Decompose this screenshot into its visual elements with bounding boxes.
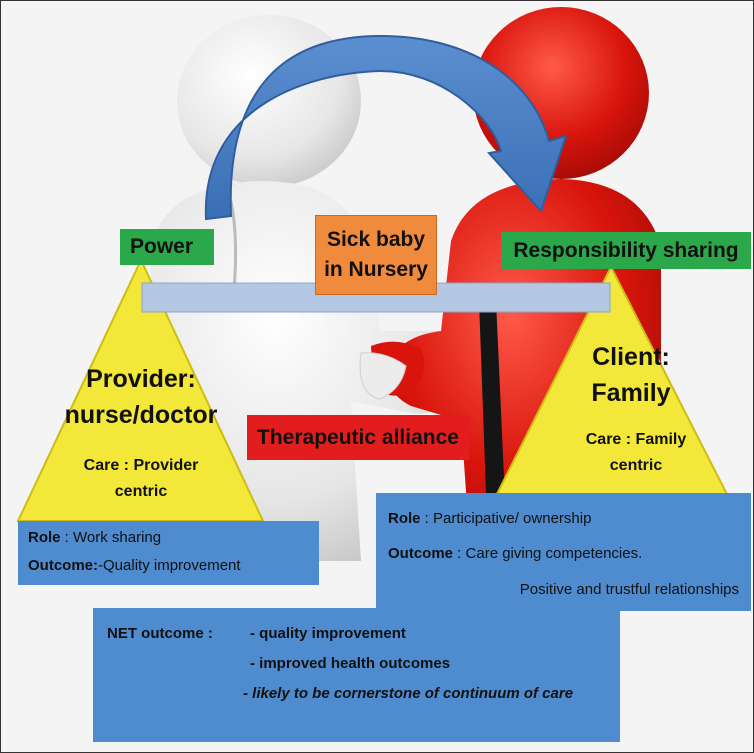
handshake bbox=[359, 341, 425, 400]
provider-role-key: Role bbox=[28, 529, 61, 546]
provider-role-value: : Work sharing bbox=[60, 529, 162, 546]
provider-role-box: Role : Work sharing Outcome:-Quality imp… bbox=[18, 521, 319, 585]
curved-arrow bbox=[204, 34, 568, 221]
provider-outcome-key: Outcome: bbox=[28, 557, 99, 574]
provider-care-line2: centric bbox=[114, 483, 168, 500]
sick-baby-line1: Sick baby bbox=[326, 228, 426, 251]
net-outcome-box: NET outcome : - quality improvement - im… bbox=[93, 608, 620, 742]
client-role: Role : Participative/ ownership bbox=[388, 510, 591, 527]
net-item-continuum: - likely to be cornerstone of continuum … bbox=[243, 685, 574, 702]
client-outcome-key: Outcome bbox=[388, 545, 454, 562]
client-title-line2: Family bbox=[591, 379, 671, 407]
client-relationships: Positive and trustful relationships bbox=[519, 581, 739, 598]
client-title: Client: Family bbox=[556, 339, 706, 411]
responsibility-sharing-label: Responsibility sharing bbox=[501, 232, 751, 269]
therapeutic-alliance-label: Therapeutic alliance bbox=[247, 415, 469, 460]
net-item-quality: - quality improvement bbox=[250, 625, 406, 642]
provider-outcome-value: -Quality improvement bbox=[98, 557, 241, 574]
client-care-line1: Care : Family bbox=[585, 431, 687, 448]
client-care-line2: centric bbox=[609, 457, 663, 474]
provider-role: Role : Work sharing bbox=[28, 529, 161, 546]
net-item-health: - improved health outcomes bbox=[250, 655, 451, 672]
client-title-line1: Client: bbox=[592, 343, 670, 371]
provider-care: Care : Provider centric bbox=[56, 453, 226, 505]
client-outcome-value: : Care giving competencies. bbox=[453, 545, 643, 562]
client-care: Care : Family centric bbox=[561, 427, 711, 479]
provider-care-line1: Care : Provider bbox=[83, 457, 199, 474]
power-label: Power bbox=[120, 229, 214, 265]
sick-baby-line2: in Nursery bbox=[324, 258, 428, 281]
client-role-value: : Participative/ ownership bbox=[420, 510, 592, 527]
client-role-key: Role bbox=[388, 510, 421, 527]
net-outcome-label: NET outcome : bbox=[107, 625, 213, 642]
client-outcome: Outcome : Care giving competencies. bbox=[388, 545, 642, 562]
provider-outcome: Outcome:-Quality improvement bbox=[28, 557, 241, 574]
sick-baby-label: Sick baby in Nursery bbox=[315, 215, 437, 295]
provider-title-line2: nurse/doctor bbox=[64, 401, 218, 429]
provider-title: Provider: nurse/doctor bbox=[41, 361, 241, 433]
provider-title-line1: Provider: bbox=[86, 365, 196, 393]
client-role-box: Role : Participative/ ownership Outcome … bbox=[376, 493, 751, 611]
